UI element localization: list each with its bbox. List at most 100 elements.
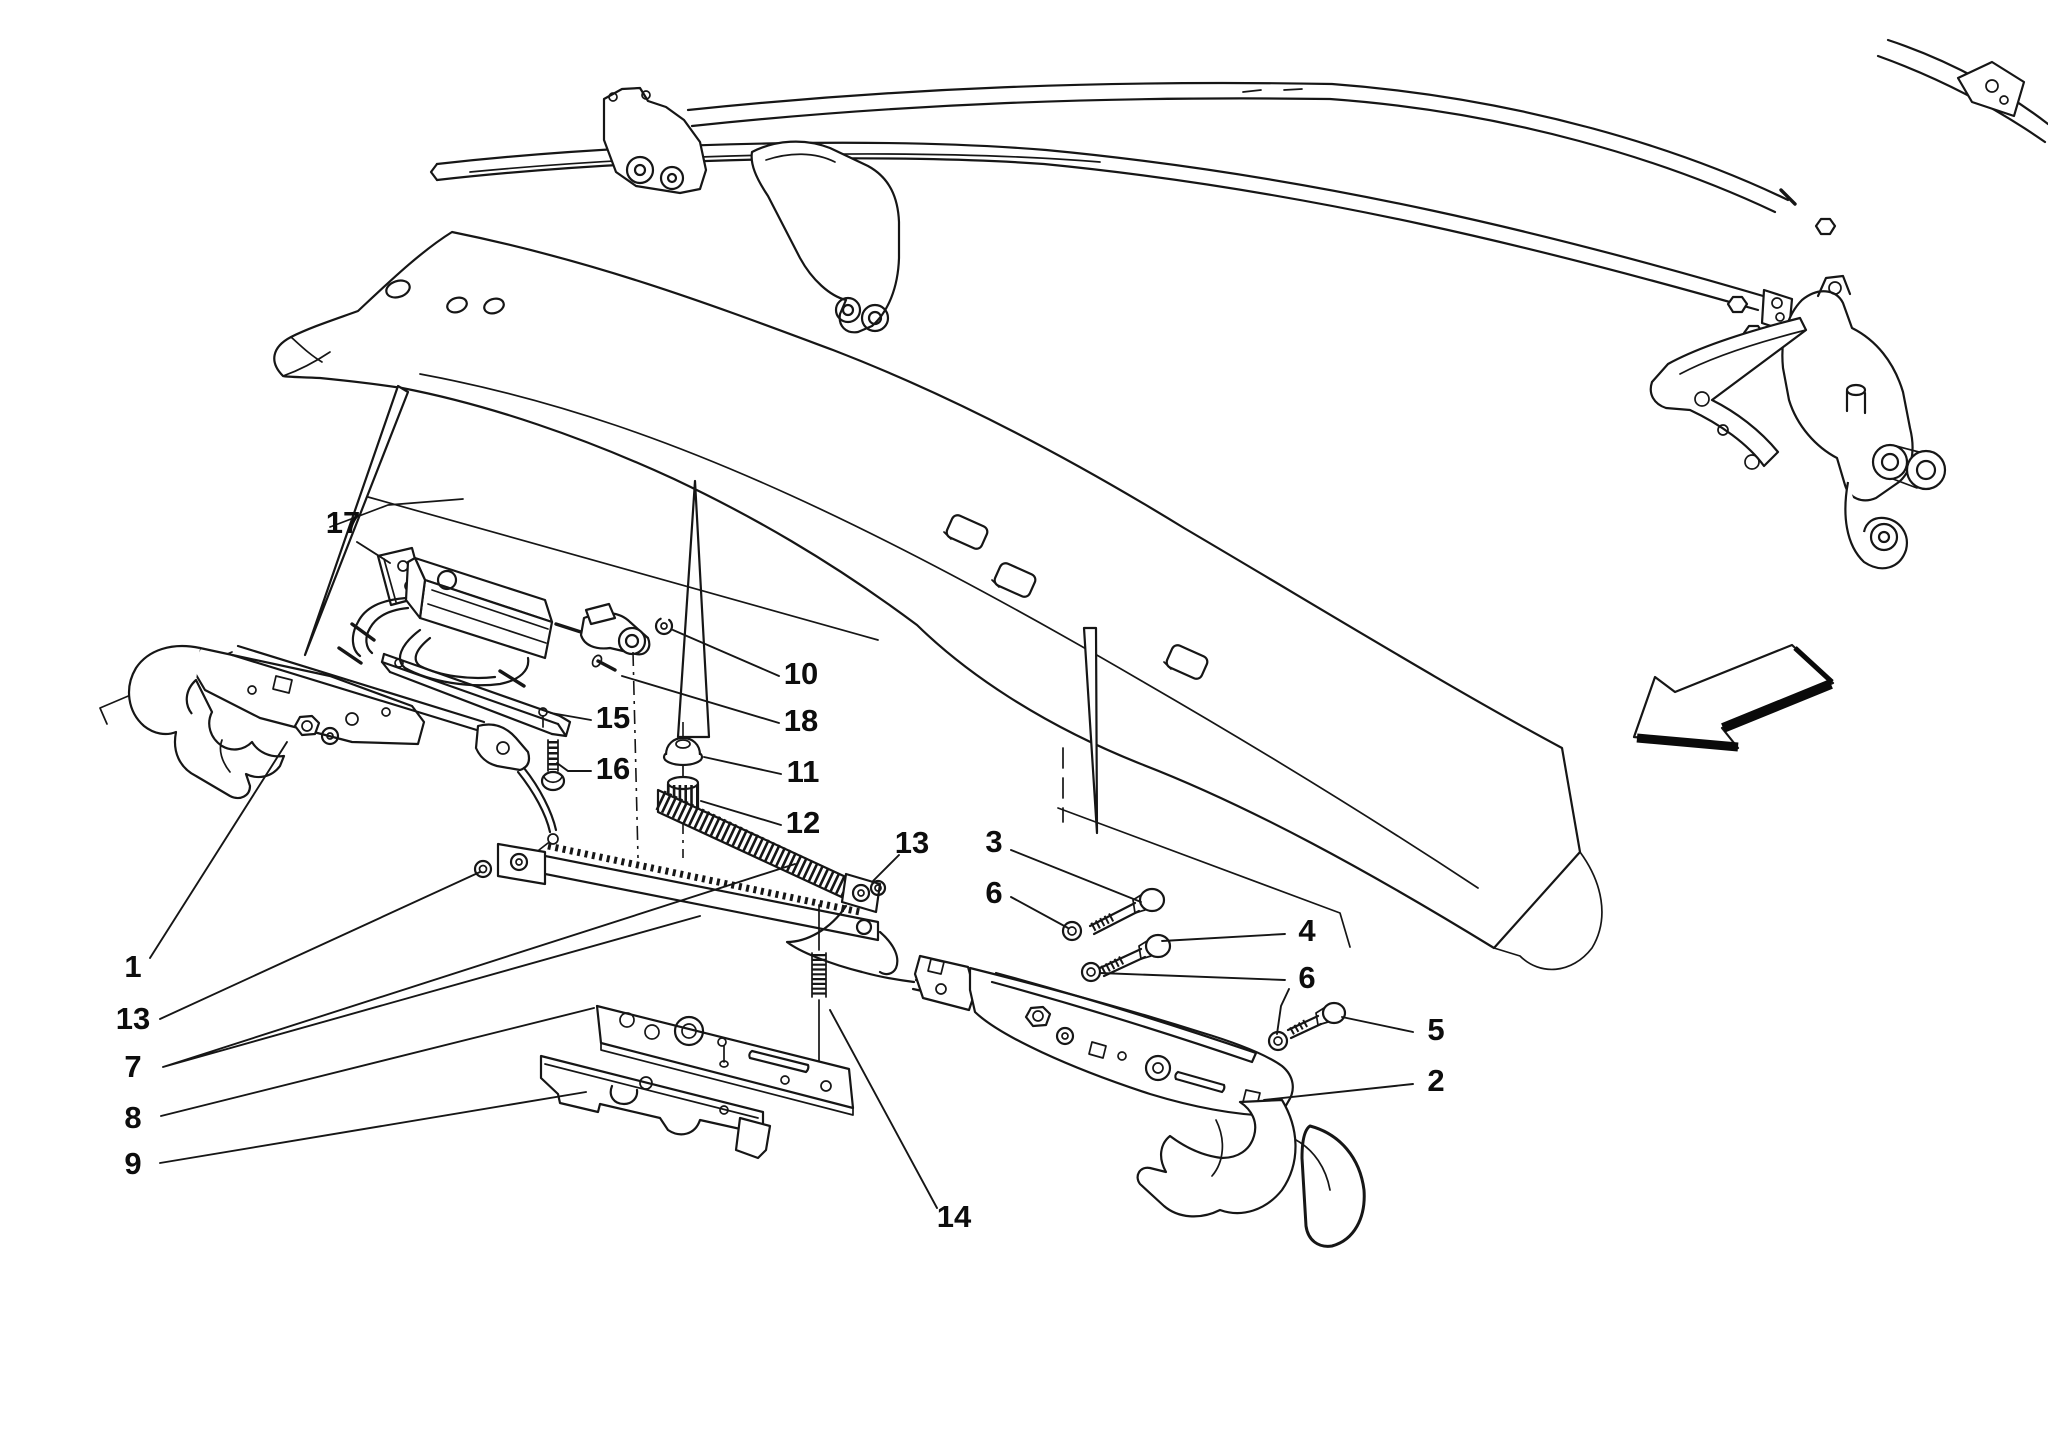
panel-oval-hole2 (446, 296, 468, 314)
latch-left-hole-rect (272, 675, 293, 694)
roof-panel (273, 230, 1603, 971)
cable-right-sag (785, 904, 916, 984)
pointer-spike-right (1082, 626, 1099, 835)
latch-right-fork (1136, 1098, 1297, 1218)
latch-right-pivot-inner (1152, 1062, 1164, 1074)
orientation-arrow (1632, 643, 1835, 752)
bolt-4-head (1144, 933, 1172, 959)
eclip-10-inner (660, 622, 668, 630)
part-label-6-16: 6 (1298, 960, 1315, 995)
piston-rod (554, 622, 586, 635)
hose-1 (351, 596, 408, 658)
latch-left-clamp-hole (496, 741, 510, 755)
part-label-17-5: 17 (326, 505, 360, 540)
latch-right-washer (1055, 1026, 1075, 1046)
leader-line-part-3 (1010, 849, 1142, 903)
latch-right-rivet (1117, 1051, 1127, 1061)
end-plate-hole (1771, 297, 1783, 309)
centerline-clevis (632, 651, 639, 859)
bushing1-outer (1871, 443, 1909, 481)
latch-left-washer (320, 726, 340, 746)
rail-gap-tick (1242, 88, 1303, 93)
leader-line-part-16 (556, 762, 592, 772)
latch-right (911, 887, 1366, 1248)
part-label-4-15: 4 (1298, 913, 1316, 948)
leader-line-part-14 (829, 1009, 938, 1209)
plate-cluster (539, 1004, 855, 1160)
arm-hole (1694, 391, 1710, 407)
part-label-14-19: 14 (937, 1199, 972, 1234)
part-label-9-4: 9 (124, 1146, 141, 1181)
washer-6a-inner (1067, 926, 1077, 936)
actuator-rib (427, 589, 549, 644)
panel-corner-roll (1493, 851, 1603, 971)
latch-right-hex-inner (1032, 1010, 1044, 1022)
arrow-shadow-head (1636, 733, 1739, 752)
latch-right-fork-inner (1211, 1119, 1224, 1177)
pivot-block-notch (927, 958, 945, 975)
part-label-13-12: 13 (895, 825, 929, 860)
hinge-stub-cylinder (1845, 389, 1867, 415)
bolt-5-shaft (1286, 1014, 1323, 1040)
rack-right-teeth (655, 790, 851, 898)
latch-left-hex-nut (293, 714, 321, 737)
hose-coupler2 (337, 646, 363, 665)
latch-left (128, 644, 559, 851)
plate-8-hole5 (820, 1080, 832, 1092)
latch-right-arm (990, 971, 1258, 1064)
screw-16-head-line (543, 776, 563, 784)
plate-9-tab (734, 1116, 772, 1160)
plate-8-hole (619, 1012, 635, 1028)
bolt-5-head (1321, 1001, 1347, 1025)
plate-9-hole (639, 1076, 653, 1090)
bolt-3-head (1138, 887, 1166, 913)
rack-cluster (473, 788, 916, 1083)
latch-left-hook (128, 644, 286, 800)
plate-8-hole2 (644, 1024, 660, 1040)
rail-15-top (382, 652, 562, 718)
actuator-body-cap (404, 556, 427, 620)
plate-8-stud-tip (719, 1060, 729, 1068)
latch-left-rivet2 (381, 707, 391, 717)
latch-left-rod (522, 766, 558, 832)
part-label-5-17: 5 (1427, 1012, 1444, 1047)
corner-bracket-hole (1985, 79, 1999, 93)
hinge-ear (1816, 274, 1852, 298)
ear-bracket-eye2-outer (659, 165, 685, 191)
actuator-port-hole (436, 569, 458, 591)
bow-bracket-crease (765, 153, 836, 163)
bolt-3-shaft (1088, 901, 1141, 936)
part-label-3-13: 3 (985, 824, 1002, 859)
clevis-cap (584, 602, 617, 626)
washer-6a-outer (1061, 920, 1083, 942)
leader-line-part-2 (1263, 1083, 1414, 1101)
plate-8-hole3 (717, 1037, 727, 1047)
washer-13-right-inner (874, 884, 882, 892)
leader-line-part-7 (162, 863, 796, 1068)
bow-eye1-inner (841, 303, 855, 317)
rack-right-end-hole-inner (857, 889, 865, 897)
plate-9-notch (609, 1084, 639, 1106)
arm-hole2 (1717, 424, 1729, 436)
pin-18-end (591, 654, 603, 668)
ear-bracket-eye2-inner (666, 172, 678, 184)
leader-line-part-6 (1010, 896, 1069, 929)
latch-left-pivot (345, 712, 359, 726)
washer-6c-outer (1267, 1030, 1289, 1052)
hinge-nut (1726, 295, 1749, 314)
panel-rect-hole-edge (943, 531, 1172, 670)
latch-left-clamp (474, 723, 531, 772)
latch-left-prong-inner (219, 739, 231, 773)
bow-bracket (750, 140, 901, 334)
hook-eye-outer (1869, 522, 1899, 552)
leader-line-part-4 (1161, 933, 1286, 942)
latch-right-hex-nut (1024, 1005, 1052, 1028)
washer-13-left-inner (478, 864, 488, 874)
latch-left-hex-inner (301, 720, 313, 732)
window-rail-bottom (690, 97, 1777, 214)
leader-line-part-15 (550, 712, 592, 721)
center-ear-bracket (602, 86, 708, 195)
bushing2-inner (1915, 459, 1937, 481)
part-label-7-2: 7 (124, 1049, 141, 1084)
